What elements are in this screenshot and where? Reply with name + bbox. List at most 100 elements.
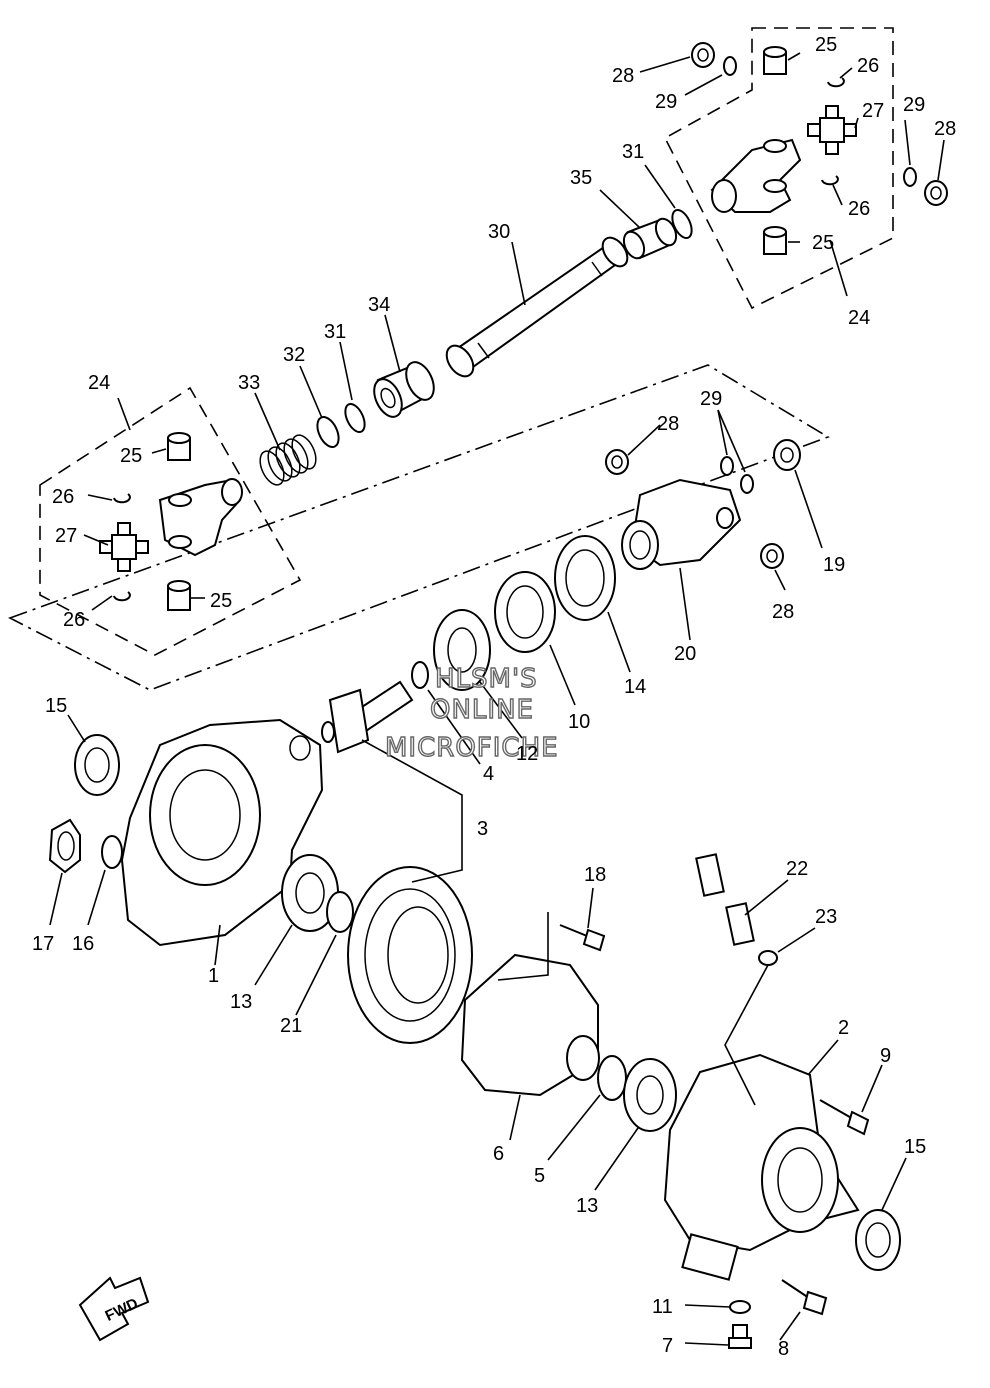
callout-11: 11 [652, 1296, 673, 1318]
circlip-26-a [827, 77, 845, 88]
callout-16: 16 [72, 933, 94, 955]
housing-2 [663, 1053, 860, 1281]
circlip-26-c [113, 493, 131, 504]
forward-arrow: FWD [78, 1276, 150, 1342]
callout-28: 28 [657, 413, 679, 435]
yoke-front [158, 478, 243, 557]
callout-23: 23 [815, 906, 837, 928]
o-ring-23 [758, 950, 778, 966]
callouts: 28 25 26 29 27 29 28 31 35 26 25 30 24 3… [32, 34, 956, 1360]
circlip-26-d [113, 591, 131, 602]
callout-26: 26 [857, 55, 879, 77]
callout-15: 15 [904, 1136, 926, 1158]
callout-6: 6 [493, 1143, 504, 1165]
bushing-35 [622, 217, 678, 260]
damper-34 [373, 361, 435, 418]
nut-19 [773, 439, 801, 471]
bearing-cup-25-lower-front [167, 580, 191, 611]
bearing-28-right-coupling [760, 543, 784, 569]
callout-13: 13 [230, 991, 252, 1013]
circlip-29-d [740, 474, 754, 494]
callout-24: 24 [88, 372, 110, 394]
callout-4: 4 [483, 763, 494, 785]
callout-25: 25 [812, 232, 834, 254]
callout-28: 28 [612, 65, 634, 87]
callout-28: 28 [934, 118, 956, 140]
coupling-20 [621, 478, 742, 570]
callout-21: 21 [280, 1015, 302, 1037]
callout-29: 29 [655, 91, 677, 113]
callout-7: 7 [662, 1335, 673, 1357]
bearing-28-left-coupling [605, 449, 629, 475]
differential-6 [460, 953, 600, 1097]
circlip-31-upper [671, 208, 693, 240]
bolt-18 [559, 924, 606, 952]
callout-25: 25 [210, 590, 232, 612]
o-ring-5 [597, 1055, 627, 1101]
shim-4 [411, 661, 429, 689]
callout-25: 25 [815, 34, 837, 56]
callout-26: 26 [52, 486, 74, 508]
bolt-8 [781, 1279, 828, 1316]
ring-gear [347, 866, 473, 1044]
bearing-cup-25-lower-rear [763, 226, 787, 255]
callout-27: 27 [862, 100, 884, 122]
circlip-26-b [821, 175, 839, 186]
callout-9: 9 [880, 1045, 891, 1067]
washer-11 [729, 1300, 751, 1314]
callout-17: 17 [32, 933, 54, 955]
pin-22 [695, 853, 755, 946]
callout-5: 5 [534, 1165, 545, 1187]
callout-33: 33 [238, 372, 260, 394]
bearing-cup-25-upper-rear [763, 46, 787, 75]
callout-12: 12 [516, 743, 538, 765]
yoke-rear [710, 138, 802, 213]
oil-seal-14 [554, 535, 616, 621]
circlip-31-lower [344, 402, 366, 434]
spring-33 [259, 434, 317, 486]
callout-27: 27 [55, 525, 77, 547]
callout-14: 14 [624, 676, 646, 698]
watermark-line1: HLSM'S [435, 664, 538, 694]
bearing-cup-25-upper-front [167, 432, 191, 461]
callout-22: 22 [786, 858, 808, 880]
spider-27-rear [807, 105, 857, 155]
drain-bolt-7 [728, 1324, 752, 1349]
callout-26: 26 [848, 198, 870, 220]
nut-10 [494, 571, 556, 653]
drive-pinion-3 [321, 680, 414, 754]
callout-35: 35 [570, 167, 592, 189]
o-ring-16 [101, 835, 123, 869]
callout-10: 10 [568, 711, 590, 733]
oil-seal-15-left [74, 734, 120, 796]
callout-25: 25 [120, 445, 142, 467]
callout-30: 30 [488, 221, 510, 243]
oil-seal-15-right [855, 1209, 901, 1271]
drive-shaft-group-boundary [8, 364, 830, 691]
callout-18: 18 [584, 864, 606, 886]
callout-24: 24 [848, 307, 870, 329]
callout-31: 31 [622, 141, 644, 163]
callout-20: 20 [674, 643, 696, 665]
callout-26: 26 [63, 609, 85, 631]
circlip-29-a [723, 56, 737, 76]
callout-2: 2 [838, 1017, 849, 1039]
bearing-12 [433, 609, 491, 691]
washer-32 [316, 416, 340, 448]
spider-27-front [99, 522, 149, 572]
bearing-28-upper-rear [691, 42, 715, 68]
circlip-29-c [720, 456, 734, 476]
watermark-line2: ONLINE [430, 695, 534, 725]
drive-shaft [445, 236, 629, 378]
callout-29: 29 [903, 94, 925, 116]
universal-joint-box-rear [663, 27, 894, 310]
nut-17 [48, 818, 81, 874]
callout-3: 3 [477, 818, 488, 840]
callout-32: 32 [283, 344, 305, 366]
callout-29: 29 [700, 388, 722, 410]
bearing-13-right [623, 1058, 677, 1132]
callout-13: 13 [576, 1195, 598, 1217]
callout-8: 8 [778, 1338, 789, 1360]
